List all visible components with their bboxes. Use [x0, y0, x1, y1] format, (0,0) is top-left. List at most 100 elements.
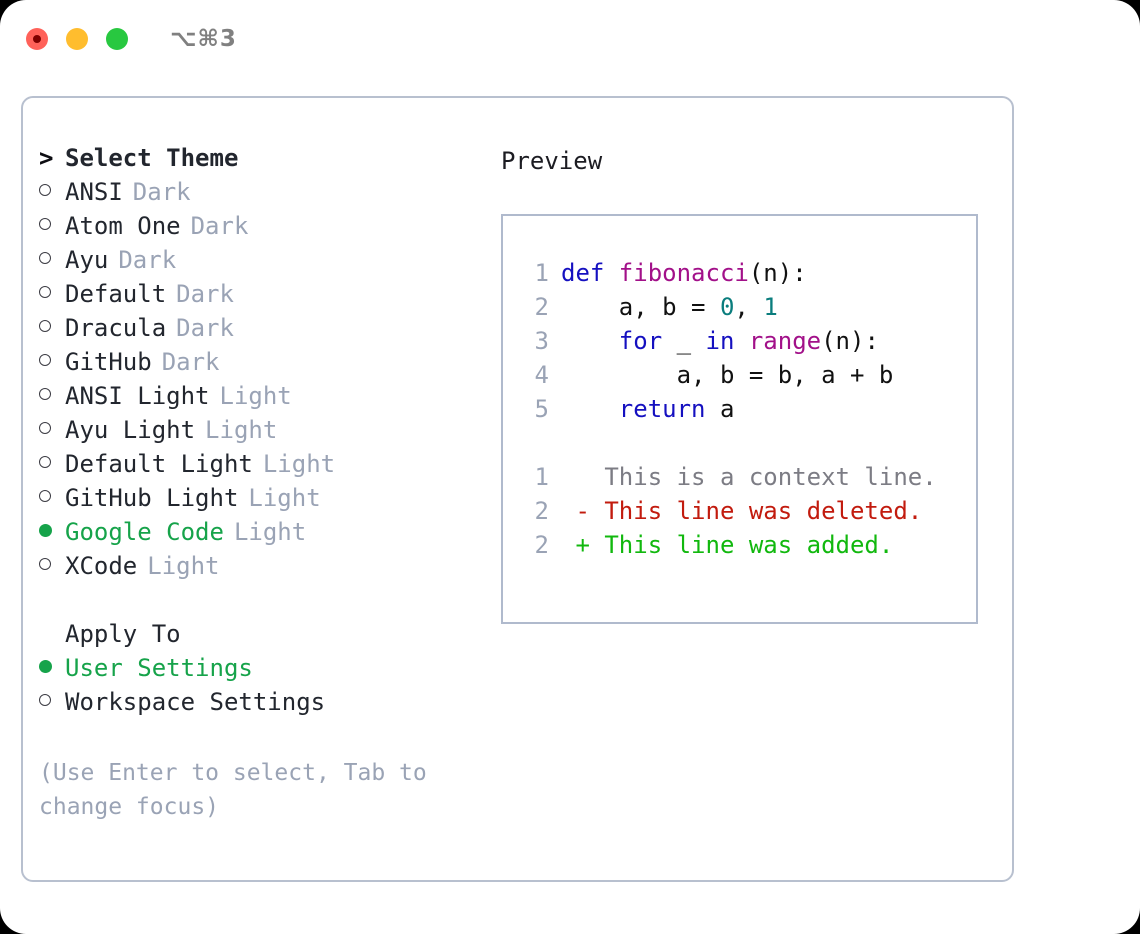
radio-unselected-icon: [39, 180, 65, 204]
diff-line: 1 This is a context line.: [521, 460, 937, 494]
code-token: a, b = b, a + b: [561, 361, 894, 389]
code-token: in: [705, 327, 749, 355]
theme-list-item[interactable]: GitHub Light Light: [39, 484, 509, 518]
code-token: 1: [763, 293, 778, 321]
radio-unselected-icon: [39, 384, 65, 408]
radio-glyph: [39, 456, 51, 468]
radio-glyph: [39, 354, 51, 366]
code-token: return: [561, 395, 720, 423]
radio-glyph: [39, 218, 51, 230]
radio-unselected-icon: [39, 690, 65, 714]
diff-line-text: This is a context line.: [561, 463, 937, 491]
code-token: ,: [734, 293, 764, 321]
radio-selected-icon: [39, 656, 65, 680]
apply-to-label: User Settings: [65, 654, 253, 682]
theme-list-item[interactable]: ANSI Dark: [39, 178, 509, 212]
keyboard-shortcut-label: ⌥⌘3: [170, 26, 237, 52]
theme-name-label: Google Code: [65, 518, 224, 546]
radio-unselected-icon: [39, 350, 65, 374]
radio-unselected-icon: [39, 418, 65, 442]
radio-glyph: [39, 558, 51, 570]
line-number: 3: [534, 327, 549, 355]
radio-unselected-icon: [39, 282, 65, 306]
radio-glyph: [39, 320, 51, 332]
radio-glyph: [39, 659, 52, 673]
close-button[interactable]: [26, 28, 48, 50]
radio-glyph: [39, 388, 51, 400]
radio-unselected-icon: [39, 316, 65, 340]
diff-line-number: 1: [534, 463, 549, 491]
code-line: 2 a, b = 0, 1: [521, 290, 893, 324]
diff-line: 2 + This line was added.: [521, 528, 937, 562]
radio-unselected-icon: [39, 214, 65, 238]
maximize-button[interactable]: [106, 28, 128, 50]
theme-name-label: XCode: [65, 552, 138, 580]
theme-variant-label: Dark: [176, 280, 234, 308]
theme-name-label: Ayu: [65, 246, 109, 274]
radio-glyph: [39, 694, 51, 706]
apply-to-item[interactable]: User Settings: [39, 654, 509, 688]
theme-name-label: ANSI: [65, 178, 123, 206]
theme-name-label: Default Light: [65, 450, 253, 478]
radio-glyph: [39, 252, 51, 264]
theme-list-item[interactable]: Ayu Dark: [39, 246, 509, 280]
traffic-light-buttons: [26, 28, 128, 50]
radio-glyph: [39, 286, 51, 298]
radio-unselected-icon: [39, 452, 65, 476]
radio-unselected-icon: [39, 554, 65, 578]
theme-name-label: Atom One: [65, 212, 181, 240]
theme-variant-label: Light: [147, 552, 220, 580]
select-theme-heading-label: Select Theme: [65, 144, 239, 172]
theme-variant-label: Light: [248, 484, 321, 512]
code-token: def: [561, 259, 619, 287]
theme-name-label: GitHub Light: [65, 484, 239, 512]
theme-variant-label: Dark: [176, 314, 234, 342]
theme-variant-label: Light: [219, 382, 292, 410]
theme-variant-label: Light: [233, 518, 307, 546]
apply-to-heading-label: Apply To: [65, 620, 181, 648]
radio-glyph: [39, 523, 52, 537]
minimize-button[interactable]: [66, 28, 88, 50]
line-number: 5: [534, 395, 549, 423]
spacer: [39, 586, 509, 620]
prompt-caret-icon: >: [39, 144, 54, 172]
code-line: 4 a, b = b, a + b: [521, 358, 894, 392]
theme-list-item[interactable]: Ayu Light Light: [39, 416, 509, 450]
line-number: 1: [534, 259, 549, 287]
code-token: _: [676, 327, 706, 355]
code-token: fibonacci: [618, 259, 749, 287]
theme-variant-label: Light: [205, 416, 278, 444]
theme-variant-label: Dark: [132, 178, 191, 206]
radio-glyph: [39, 184, 51, 196]
select-theme-heading: > Select Theme: [39, 144, 509, 178]
theme-name-label: GitHub: [65, 348, 152, 376]
code-token: a, b =: [561, 293, 720, 321]
diff-line: 2 - This line was deleted.: [521, 494, 937, 528]
radio-unselected-icon: [39, 248, 65, 272]
theme-variant-label: Dark: [118, 246, 177, 274]
theme-name-label: Ayu Light: [65, 416, 196, 444]
apply-to-label: Workspace Settings: [65, 688, 326, 716]
code-token: 0: [719, 293, 735, 321]
code-line: 5 return a: [521, 392, 893, 426]
apply-to-heading: Apply To: [39, 620, 509, 654]
theme-variant-label: Dark: [190, 212, 249, 240]
theme-list-item[interactable]: XCode Light: [39, 552, 509, 586]
diff-line-text: + This line was added.: [561, 531, 894, 559]
code-token: range: [748, 327, 822, 355]
apply-to-item[interactable]: Workspace Settings: [39, 688, 509, 722]
radio-glyph: [39, 490, 51, 502]
theme-list-item[interactable]: Atom One Dark: [39, 212, 509, 246]
diff-line-text: - This line was deleted.: [561, 497, 923, 525]
theme-list-item[interactable]: Google Code Light: [39, 518, 509, 552]
